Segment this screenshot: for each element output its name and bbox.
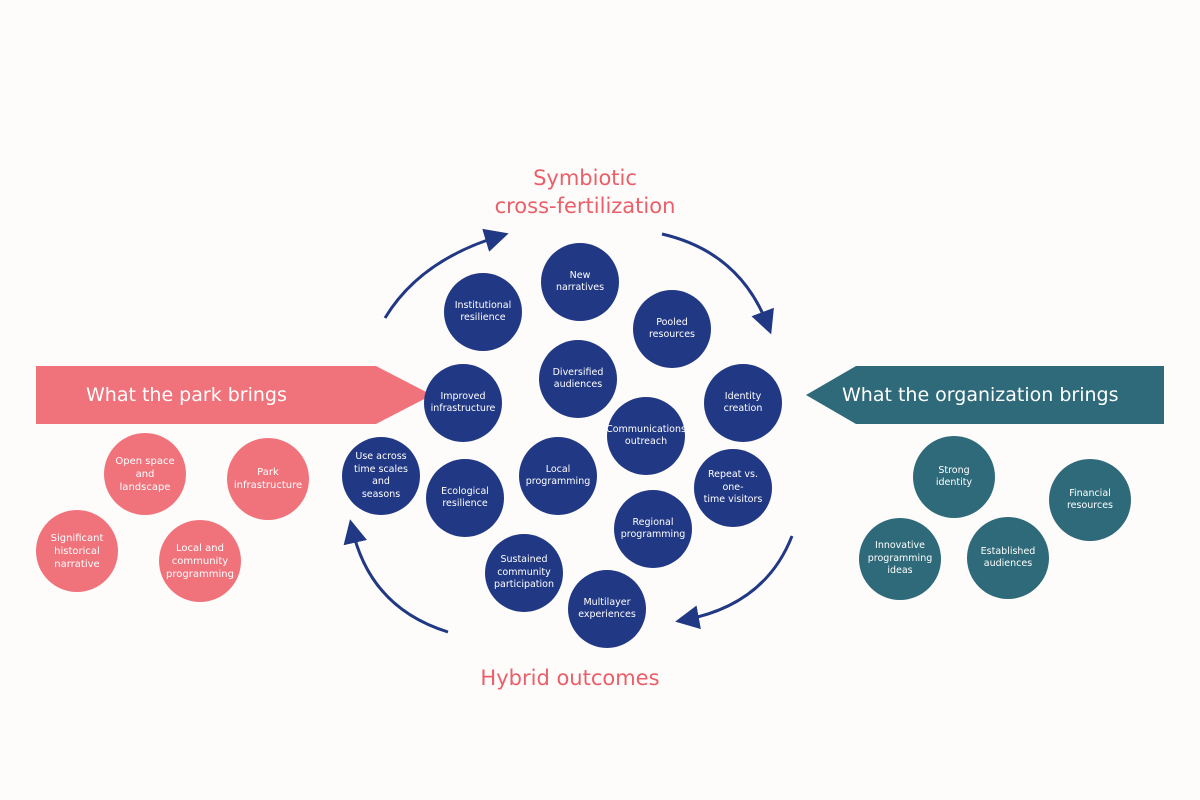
outcome-repeat-visitors: Repeat vs. one-time visitors <box>694 449 772 527</box>
left-banner-arrow <box>36 366 432 424</box>
arrow-bottom-left <box>343 519 449 634</box>
arrow-bottom-right <box>675 535 794 630</box>
bottom-title: Hybrid outcomes <box>480 666 660 690</box>
org-item-strong-identity: Strong identity <box>913 436 995 518</box>
top-title-line2: cross-fertilization <box>494 194 676 218</box>
right-banner-label: What the organization brings <box>842 384 1119 406</box>
arrow-top-right <box>661 232 774 335</box>
left-banner-label: What the park brings <box>86 384 287 406</box>
right-banner-arrow <box>806 366 1164 424</box>
top-title: Symbiotic cross-fertilization <box>450 164 720 220</box>
arrow-top-left <box>383 228 509 319</box>
top-title-line1: Symbiotic <box>533 166 637 190</box>
outcome-new-narratives: New narratives <box>541 243 619 321</box>
